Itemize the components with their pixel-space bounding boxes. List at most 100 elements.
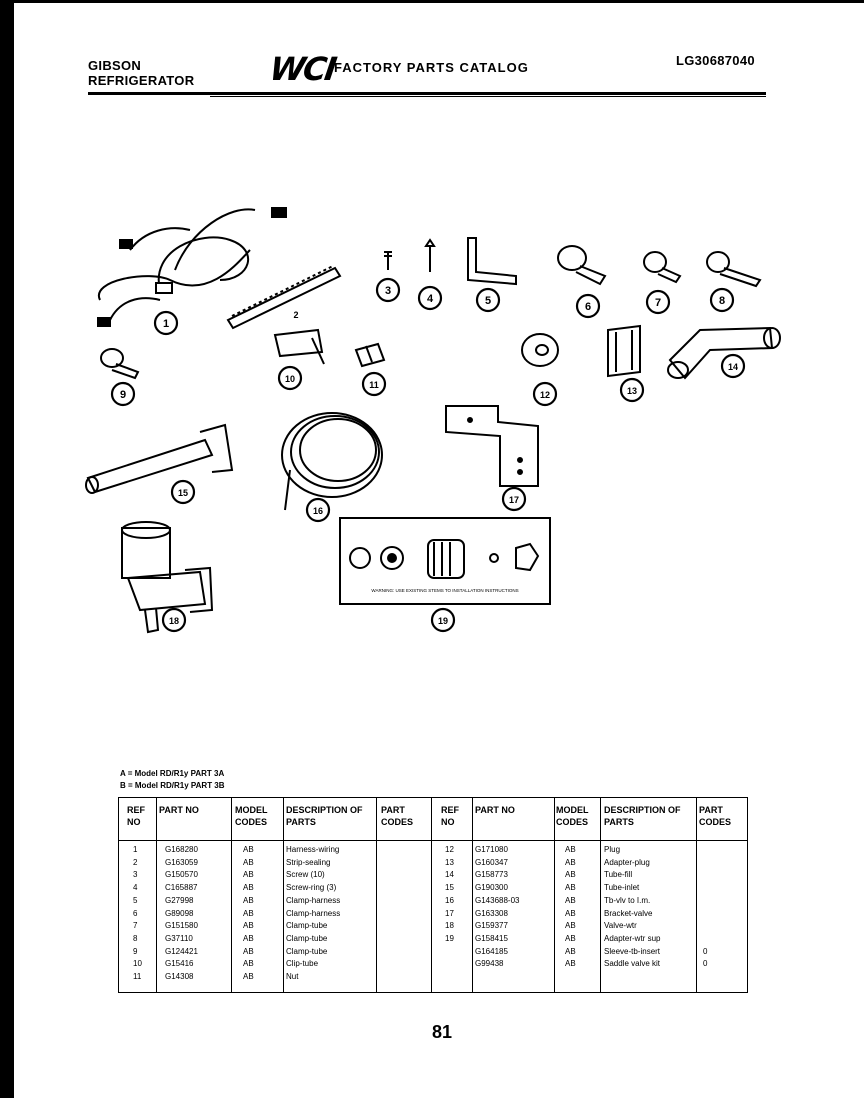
tube-coil-drawing — [281, 412, 383, 511]
tube-fill-drawing — [667, 326, 781, 380]
table-cell-part: G37110 — [165, 933, 193, 943]
table-cell-part: G190300 — [475, 883, 508, 893]
table-cell-desc: Clamp-tube — [286, 921, 328, 931]
table-cell-model: AB — [243, 845, 254, 854]
bracket-valve-drawing — [445, 405, 539, 487]
table-cell-ref: 6 — [133, 908, 138, 918]
col-model-left — [231, 798, 284, 992]
col-model-right — [554, 798, 601, 992]
table-cell-ref: 9 — [133, 946, 138, 956]
callout-5: 5 — [485, 295, 491, 307]
table-cell-part: G124421 — [165, 946, 198, 956]
table-cell-code: 0 — [703, 946, 708, 956]
th-ref-left: REF NO — [127, 805, 145, 827]
callout-12: 12 — [540, 390, 550, 400]
plug-drawing — [521, 333, 559, 367]
wiring-harness-drawing — [97, 207, 287, 327]
table-cell-ref: 4 — [133, 883, 138, 893]
water-valve-drawing — [121, 521, 214, 634]
table-cell-part: G163308 — [475, 908, 508, 918]
table-cell-ref: 16 — [445, 895, 454, 905]
table-cell-model: AB — [243, 921, 254, 931]
model-legend: A = Model RD/R1y PART 3A B = Model RD/R1… — [120, 768, 225, 792]
brand-line-2: REFRIGERATOR — [88, 73, 195, 88]
table-cell-ref: 1 — [133, 845, 138, 854]
table-cell-model: AB — [565, 946, 576, 956]
saddle-valve-kit-drawing — [339, 517, 551, 605]
callout-7: 7 — [655, 297, 661, 309]
brand-line-1: GIBSON — [88, 58, 142, 73]
table-cell-desc: Clamp-tube — [286, 933, 328, 943]
clip-tube-drawing — [273, 328, 325, 365]
th-part-left: PART NO — [159, 805, 199, 815]
table-cell-model: AB — [565, 933, 576, 943]
table-cell-part: G171080 — [475, 845, 508, 854]
table-cell-model: AB — [243, 870, 254, 880]
table-cell-desc: Clamp-harness — [286, 908, 341, 918]
callout-1: 1 — [163, 318, 169, 330]
table-cell-desc: Clamp-tube — [286, 946, 328, 956]
page-number: 81 — [432, 1022, 453, 1042]
table-cell-model: AB — [243, 895, 254, 905]
table-cell-desc: Sleeve-tb-insert — [604, 946, 661, 956]
table-cell-ref: 14 — [445, 870, 454, 880]
table-cell-ref: 7 — [133, 921, 138, 931]
table-cell-part: G160347 — [475, 857, 508, 867]
catalog-title: FACTORY PARTS CATALOG — [334, 60, 529, 75]
table-cell-ref: 3 — [133, 870, 138, 880]
table-cell-part: G14308 — [165, 972, 194, 981]
clamp-drawing-7 — [643, 251, 682, 284]
table-cell-part: G143688-03 — [475, 895, 520, 905]
table-cell-desc: Tube-inlet — [604, 883, 640, 893]
table-cell-model: AB — [565, 921, 576, 931]
table-cell-model: AB — [565, 845, 576, 854]
th-part-right: PART NO — [475, 805, 515, 815]
header-divider — [119, 840, 747, 841]
table-cell-desc: Screw (10) — [286, 870, 325, 880]
table-cell-model: AB — [243, 883, 254, 893]
table-cell-ref: 15 — [445, 883, 454, 893]
table-cell-part: G99438 — [475, 959, 504, 969]
callout-11: 11 — [369, 380, 379, 390]
th-codes-left: PART CODES — [381, 805, 414, 827]
table-cell-part: G163059 — [165, 857, 198, 867]
col-ref-right — [431, 798, 473, 992]
th-model-left: MODEL CODES — [235, 805, 268, 827]
table-cell-ref: 12 — [445, 845, 454, 854]
callout-13: 13 — [627, 386, 637, 396]
table-cell-part: G151580 — [165, 921, 198, 931]
header-rule — [88, 92, 766, 95]
table-cell-desc: Tube-fill — [604, 870, 633, 880]
callout-3: 3 — [385, 285, 391, 297]
table-cell-ref: 11 — [133, 972, 142, 981]
table-cell-desc: Clamp-harness — [286, 895, 341, 905]
table-cell-model: AB — [243, 959, 254, 969]
table-cell-model: AB — [565, 959, 576, 969]
table-cell-desc: Valve-wtr — [604, 921, 637, 931]
table-cell-part: G89098 — [165, 908, 194, 918]
table-cell-part: G159377 — [475, 921, 508, 931]
table-cell-desc: Tb-vlv to I.m. — [604, 895, 651, 905]
table-cell-desc: Saddle valve kit — [604, 959, 661, 969]
th-codes-right: PART CODES — [699, 805, 732, 827]
table-cell-model: AB — [243, 908, 254, 918]
table-cell-ref: 10 — [133, 959, 142, 969]
table-cell-ref: 8 — [133, 933, 138, 943]
sealing-strip-drawing — [226, 265, 342, 330]
table-cell-desc: Strip-sealing — [286, 857, 331, 867]
brand-block: GIBSON REFRIGERATOR — [88, 58, 194, 88]
col-ref-left — [119, 798, 157, 992]
th-desc-left: DESCRIPTION OF PARTS — [286, 805, 363, 827]
callout-10: 10 — [285, 374, 295, 384]
legend-line-b: B = Model RD/R1y PART 3B — [120, 781, 225, 790]
left-scan-edge — [0, 0, 14, 1098]
table-cell-desc: Harness-wiring — [286, 845, 340, 854]
clamp-drawing-8 — [706, 251, 762, 288]
col-part-right — [471, 798, 555, 992]
th-desc-right: DESCRIPTION OF PARTS — [604, 805, 681, 827]
table-cell-desc: Screw-ring (3) — [286, 883, 337, 893]
table-cell-ref: 19 — [445, 933, 454, 943]
screw-drawing — [384, 251, 392, 270]
